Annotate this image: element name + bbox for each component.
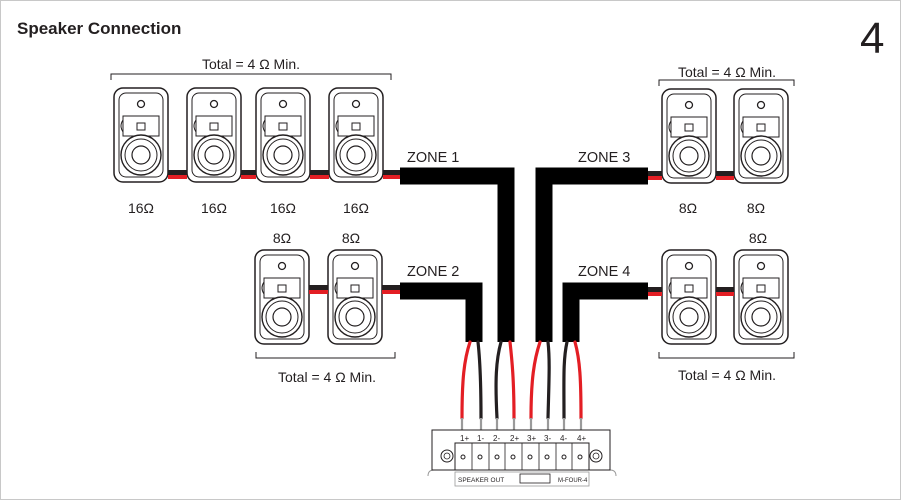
- zone4-bracket: [658, 352, 795, 359]
- zone2-links: [309, 285, 402, 294]
- speaker: [733, 249, 789, 345]
- zone4-speakers: [661, 249, 789, 345]
- zone3-cable: [535, 167, 648, 342]
- zone2-label: ZONE 2: [407, 264, 459, 280]
- impedance-label: 8Ω: [342, 230, 360, 246]
- zone3-links: [645, 171, 734, 180]
- page-title: Speaker Connection: [17, 19, 182, 38]
- impedance-label: 8Ω: [679, 200, 697, 216]
- terminal-pin-label: 2-: [493, 434, 500, 443]
- impedance-label: 8Ω: [749, 230, 767, 246]
- zone3-total-label: Total = 4 Ω Min.: [678, 64, 776, 80]
- speaker: [186, 87, 242, 183]
- zone3-speakers: [661, 88, 789, 184]
- speaker: [661, 249, 717, 345]
- terminal-pin-label: 2+: [510, 434, 519, 443]
- zone1-speakers: [113, 87, 384, 183]
- terminal-pin-label: 3-: [544, 434, 551, 443]
- zone2-cable: [400, 282, 483, 342]
- impedance-label: 16Ω: [270, 200, 296, 216]
- speaker-out-label: SPEAKER OUT: [458, 477, 504, 484]
- zone1-total-label: Total = 4 Ω Min.: [202, 56, 300, 72]
- zone2-bracket: [255, 352, 396, 359]
- speaker: [254, 249, 310, 345]
- zone1-cable: [400, 167, 515, 342]
- page-number: 4: [860, 14, 885, 63]
- speaker: [327, 249, 383, 345]
- terminal-pin-label: 3+: [527, 434, 536, 443]
- zone1-label: ZONE 1: [407, 150, 459, 166]
- zone3-label: ZONE 3: [578, 150, 630, 166]
- impedance-label: 8Ω: [747, 200, 765, 216]
- zone4-links: [645, 287, 734, 296]
- impedance-label: 16Ω: [201, 200, 227, 216]
- speaker: [733, 88, 789, 184]
- terminal-pin-label: 4-: [560, 434, 567, 443]
- split-wires: [460, 340, 583, 420]
- zone1-links: [168, 170, 403, 179]
- terminal-pin-label: 1+: [460, 434, 469, 443]
- speaker: [255, 87, 311, 183]
- impedance-label: 16Ω: [128, 200, 154, 216]
- speaker: [113, 87, 169, 183]
- zone4-total-label: Total = 4 Ω Min.: [678, 367, 776, 383]
- zone2-speakers: [254, 249, 383, 345]
- zone2-total-label: Total = 4 Ω Min.: [278, 369, 376, 385]
- terminal-block: [427, 429, 617, 487]
- zone4-label: ZONE 4: [578, 264, 630, 280]
- model-label: M-FOUR-4: [558, 478, 588, 484]
- terminal-pin-label: 1-: [477, 434, 484, 443]
- impedance-label: 16Ω: [343, 200, 369, 216]
- zone1-bracket: [110, 73, 392, 80]
- speaker: [661, 88, 717, 184]
- impedance-label: 8Ω: [273, 230, 291, 246]
- terminal-pin-label: 4+: [577, 434, 586, 443]
- zone4-cable: [562, 282, 648, 342]
- speaker: [328, 87, 384, 183]
- zone3-bracket: [658, 79, 795, 86]
- zone-cables: [400, 167, 648, 342]
